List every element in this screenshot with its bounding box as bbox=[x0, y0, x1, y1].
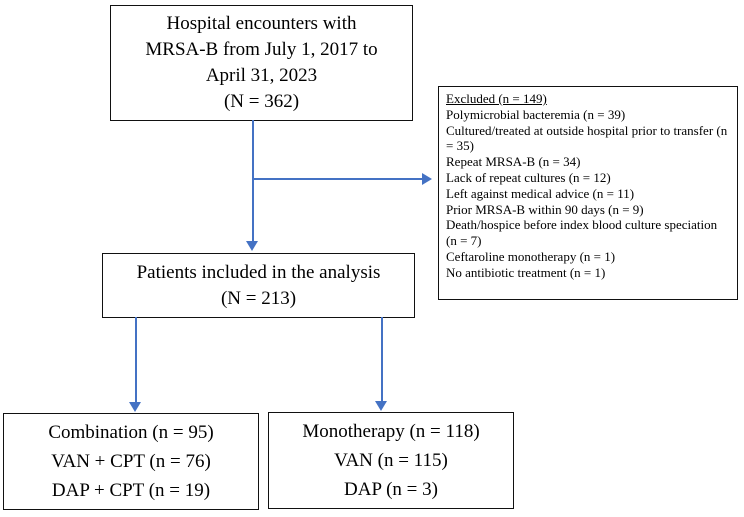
excluded-item: Lack of repeat cultures (n = 12) bbox=[446, 169, 611, 185]
combination-box: Combination (n = 95) VAN + CPT (n = 76) … bbox=[3, 413, 259, 510]
arrow-top-to-included-shaft bbox=[252, 120, 254, 242]
top-box-line: April 31, 2023 bbox=[205, 65, 318, 86]
arrow-included-to-monotherapy-shaft bbox=[381, 317, 383, 402]
arrow-down-icon bbox=[129, 402, 141, 412]
combination-box-line: VAN + CPT (n = 76) bbox=[51, 451, 211, 472]
arrow-down-icon bbox=[246, 241, 258, 251]
monotherapy-box-line: VAN (n = 115) bbox=[334, 450, 448, 471]
arrow-right-icon bbox=[422, 173, 432, 185]
excluded-item: Death/hospice before index blood culture… bbox=[446, 217, 718, 249]
excluded-item: Left against medical advice (n = 11) bbox=[446, 185, 635, 201]
excluded-item: No antibiotic treatment (n = 1) bbox=[446, 264, 606, 280]
combination-box-line: DAP + CPT (n = 19) bbox=[51, 480, 211, 501]
top-box-line: MRSA-B from July 1, 2017 to bbox=[145, 39, 378, 60]
top-box-line: (N = 362) bbox=[223, 91, 300, 112]
monotherapy-box: Monotherapy (n = 118) VAN (n = 115) DAP … bbox=[268, 412, 514, 509]
excluded-title: Excluded (n = 149) bbox=[446, 91, 547, 106]
included-box: Patients included in the analysis (N = 2… bbox=[102, 253, 415, 318]
monotherapy-box-line: DAP (n = 3) bbox=[344, 479, 438, 500]
included-box-line: Patients included in the analysis bbox=[136, 261, 381, 283]
top-box-hospital-encounters: Hospital encounters with MRSA-B from Jul… bbox=[110, 5, 413, 121]
top-box-line: Hospital encounters with bbox=[166, 13, 357, 34]
excluded-item: Prior MRSA-B within 90 days (n = 9) bbox=[446, 201, 644, 217]
arrow-included-to-combination-shaft bbox=[135, 317, 137, 403]
excluded-item: Cultured/treated at outside hospital pri… bbox=[446, 122, 728, 154]
excluded-item: Polymicrobial bacteremia (n = 39) bbox=[446, 106, 626, 122]
monotherapy-box-line: Monotherapy (n = 118) bbox=[302, 421, 480, 442]
combination-box-line: Combination (n = 95) bbox=[48, 422, 214, 443]
included-box-line: (N = 213) bbox=[220, 287, 297, 309]
arrow-down-icon bbox=[375, 401, 387, 411]
excluded-item: Repeat MRSA-B (n = 34) bbox=[446, 154, 581, 170]
excluded-box: Excluded (n = 149) Polymicrobial bactere… bbox=[438, 86, 738, 300]
excluded-item: Ceftaroline monotherapy (n = 1) bbox=[446, 248, 616, 264]
arrow-to-excluded-shaft bbox=[253, 178, 423, 180]
